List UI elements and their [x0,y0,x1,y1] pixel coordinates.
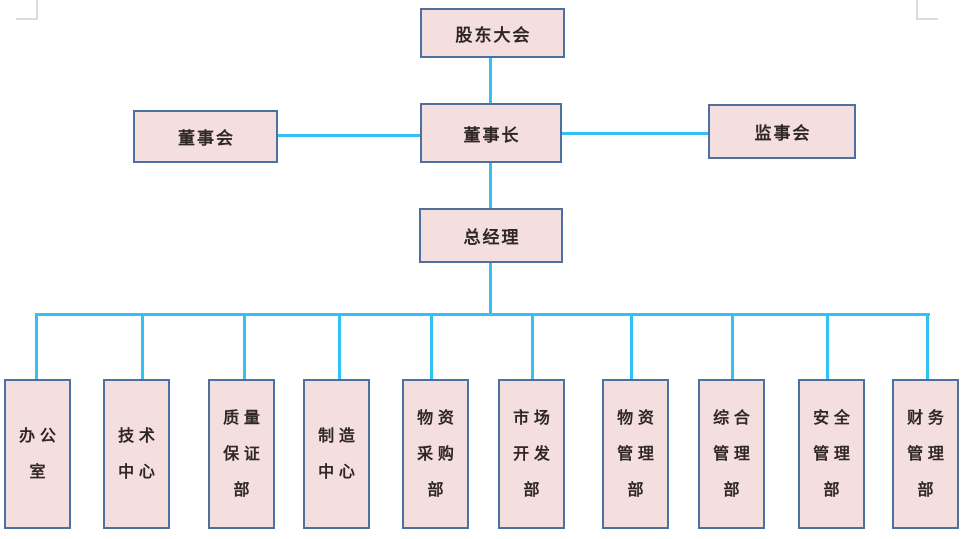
connector-drop-materials-procurement [430,313,433,379]
dept-label-line: 部 [723,480,745,499]
connector-drop-quality-assurance [243,313,246,379]
dept-technical-center[interactable]: 技术 中心 [103,379,170,529]
dept-office[interactable]: 办公 室 [4,379,71,529]
node-label: 董事长 [463,125,521,146]
dept-finance-management[interactable]: 财务 管理 部 [892,379,959,529]
node-supervisory-board[interactable]: 监事会 [708,104,856,159]
connector-drop-technical-center [141,313,144,379]
connector-drop-safety-management [826,313,829,379]
page-corner-mark-right [916,0,938,20]
dept-label-line: 制造 [318,426,360,445]
node-label: 股东大会 [455,25,532,46]
node-label: 监事会 [754,124,812,144]
dept-label-line: 技术 [118,426,160,445]
page-corner-mark-left [16,0,38,20]
connector-chairman-gm [489,163,492,208]
connector-gm-trunk [489,263,492,315]
dept-materials-procurement[interactable]: 物资 采购 部 [402,379,469,529]
dept-label-line: 财务 [907,408,949,427]
dept-label-line: 开发 [513,444,555,463]
node-shareholders-meeting[interactable]: 股东大会 [420,8,565,58]
connector-board-chairman [278,134,420,137]
connector-shareholders-chairman [489,58,492,103]
dept-label-line: 管理 [617,444,659,463]
node-board-of-directors[interactable]: 董事会 [133,110,278,163]
connector-chairman-supervisors [562,132,708,135]
connector-drop-manufacturing-center [338,313,341,379]
dept-label-line: 部 [233,480,255,499]
connector-drop-office [35,313,38,379]
node-label: 董事会 [177,129,236,149]
dept-label-line: 部 [917,480,939,499]
dept-market-development[interactable]: 市场 开发 部 [498,379,565,529]
dept-label-line: 办公 [19,426,61,445]
dept-label-line: 质量 [223,408,265,427]
dept-materials-management[interactable]: 物资 管理 部 [602,379,669,529]
dept-comprehensive-management[interactable]: 综合 管理 部 [698,379,765,529]
connector-drop-market-development [531,313,534,379]
dept-label-line: 部 [627,480,649,499]
dept-safety-management[interactable]: 安全 管理 部 [798,379,865,529]
dept-label-line: 采购 [417,444,459,463]
dept-label-line: 部 [427,480,449,499]
dept-label-line: 室 [29,462,51,481]
dept-label-line: 物资 [417,408,459,427]
dept-label-line: 物资 [617,408,659,427]
dept-label-line: 部 [523,480,545,499]
dept-label-line: 部 [823,480,845,499]
dept-label-line: 综合 [713,408,755,427]
dept-label-line: 中心 [118,462,160,481]
dept-label-line: 安全 [813,408,855,427]
dept-label-line: 管理 [907,444,949,463]
dept-label-line: 管理 [813,444,855,463]
dept-label-line: 中心 [318,462,360,481]
dept-manufacturing-center[interactable]: 制造 中心 [303,379,370,529]
node-general-manager[interactable]: 总经理 [419,208,563,263]
connector-trunk [36,313,930,316]
connector-drop-comprehensive-management [731,313,734,379]
dept-label-line: 保证 [223,444,265,463]
dept-quality-assurance[interactable]: 质量 保证 部 [208,379,275,529]
connector-drop-materials-management [630,313,633,379]
node-label: 总经理 [463,228,521,248]
dept-label-line: 市场 [513,408,555,427]
node-chairman[interactable]: 董事长 [420,103,562,163]
connector-drop-finance-management [926,313,929,379]
dept-label-line: 管理 [713,444,755,463]
